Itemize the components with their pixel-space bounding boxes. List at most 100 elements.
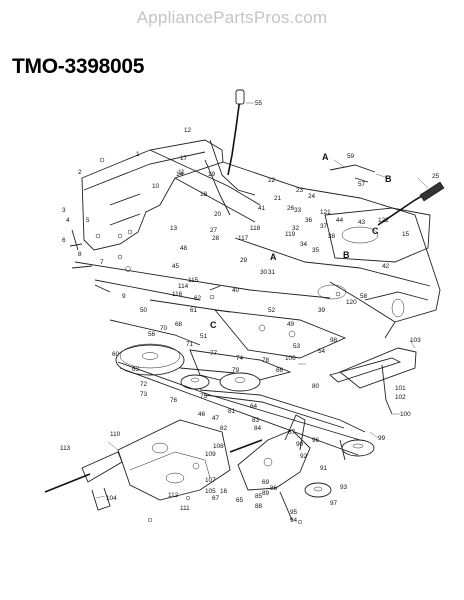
callout-67: 67 — [212, 495, 220, 502]
callout-47: 47 — [212, 415, 220, 422]
callout-13: 13 — [170, 225, 178, 232]
callout-94: 94 — [290, 517, 298, 524]
idler-bracket — [339, 347, 417, 415]
callout-115: 115 — [188, 277, 199, 284]
callout-7: 7 — [100, 259, 104, 266]
callout-33: 33 — [294, 207, 302, 214]
callout-96: 96 — [312, 437, 320, 444]
center-plate — [189, 309, 347, 386]
callout-26: 26 — [287, 205, 295, 212]
callout-60: 60 — [112, 351, 120, 358]
callout-77: 77 — [210, 350, 218, 357]
callout-93: 93 — [340, 484, 348, 491]
callout-84: 84 — [254, 425, 262, 432]
callout-121: 121 — [320, 209, 331, 216]
callout-112: 112 — [168, 492, 179, 499]
rod-a-b — [329, 164, 376, 183]
callout-110: 110 — [110, 431, 121, 438]
callout-70: 70 — [160, 325, 168, 332]
callout-54: 54 — [318, 348, 326, 355]
callout-78: 78 — [262, 357, 270, 364]
callout-52: 52 — [268, 307, 276, 314]
callout-53: 53 — [293, 343, 301, 350]
callout-29: 29 — [240, 257, 248, 264]
callout-74: 74 — [236, 355, 244, 362]
callout-100: 100 — [400, 411, 411, 418]
callout-a-mid: A — [270, 252, 277, 262]
callout-111: 111 — [180, 505, 190, 512]
callout-59: 59 — [347, 153, 355, 160]
callout-99: 99 — [378, 435, 386, 442]
callout-101: 101 — [395, 385, 406, 392]
callout-80: 80 — [312, 383, 320, 390]
callout-90: 90 — [296, 441, 304, 448]
transaxle — [44, 419, 263, 511]
callout-89: 89 — [262, 490, 270, 497]
callout-75: 75 — [200, 393, 208, 400]
model-number: TMO-3398005 — [12, 55, 145, 78]
callout-4: 4 — [66, 217, 70, 224]
callout-71: 71 — [186, 341, 194, 348]
callout-c-right: C — [372, 226, 379, 236]
callout-87: 87 — [288, 429, 296, 436]
callout-48: 48 — [180, 245, 188, 252]
callout-21: 21 — [274, 195, 282, 202]
callout-120: 120 — [346, 299, 357, 306]
callout-65: 65 — [236, 497, 244, 504]
belts — [117, 361, 366, 456]
callout-116: 116 — [172, 291, 183, 298]
callout-62: 62 — [194, 295, 202, 302]
callout-3: 3 — [62, 207, 66, 214]
rear-bracket — [237, 414, 311, 521]
callout-92: 92 — [300, 453, 308, 460]
callout-11: 11 — [178, 169, 185, 176]
callout-97: 97 — [330, 500, 338, 507]
callout-61: 61 — [190, 307, 198, 314]
callout-37: 37 — [320, 223, 328, 230]
callout-51: 51 — [200, 333, 208, 340]
callout-117: 117 — [238, 235, 249, 242]
callout-15: 15 — [402, 231, 410, 238]
callout-86: 86 — [270, 485, 278, 492]
callout-63: 63 — [132, 366, 140, 373]
callout-113: 113 — [60, 445, 71, 452]
callout-102: 102 — [395, 394, 406, 401]
lift-lever — [204, 89, 256, 216]
callout-9: 9 — [122, 293, 126, 300]
callout-28: 28 — [212, 235, 220, 242]
callout-b-top: B — [385, 174, 392, 184]
callout-b-mid: B — [343, 250, 350, 260]
pulleys — [115, 343, 375, 498]
watermark: AppliancePartsPros.com — [136, 8, 328, 27]
callout-23: 23 — [296, 187, 304, 194]
callout-118: 118 — [250, 225, 261, 232]
callout-35: 35 — [312, 247, 320, 254]
callout-88: 88 — [255, 503, 263, 510]
callout-56: 56 — [148, 331, 156, 338]
callout-38: 38 — [328, 233, 336, 240]
callout-c-mid: C — [210, 320, 217, 330]
callout-108: 108 — [213, 443, 224, 450]
callout-22: 22 — [268, 177, 276, 184]
callout-122: 122 — [378, 217, 389, 224]
callout-46: 46 — [198, 411, 206, 418]
callout-5: 5 — [86, 217, 90, 224]
callout-14: 14 — [176, 171, 184, 178]
callout-19: 19 — [208, 171, 216, 178]
callout-1: 1 — [136, 151, 140, 158]
callout-85: 85 — [255, 493, 263, 500]
shift-handle — [377, 181, 445, 226]
callout-104: 104 — [106, 495, 117, 502]
callout-107: 107 — [205, 477, 216, 484]
callout-34: 34 — [300, 241, 308, 248]
callout-16: 16 — [220, 488, 228, 495]
callout-82: 82 — [220, 425, 228, 432]
callout-106: 106 — [285, 355, 296, 362]
callout-73: 73 — [140, 391, 148, 398]
callout-32: 32 — [292, 225, 300, 232]
callout-50: 50 — [140, 307, 148, 314]
callout-49: 49 — [287, 321, 295, 328]
callout-41: 41 — [258, 205, 266, 212]
callout-43: 43 — [358, 219, 366, 226]
